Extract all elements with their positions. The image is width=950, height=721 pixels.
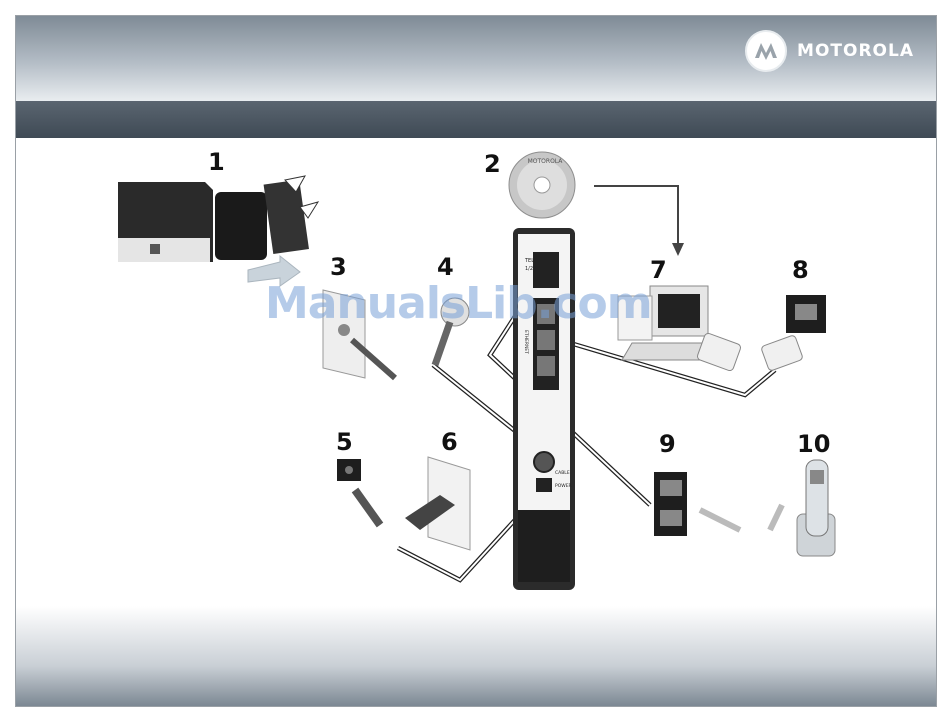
svg-text:POWER: POWER (555, 483, 572, 489)
step-number-4: 4 (437, 253, 454, 281)
watermark: ManualsLib.com (265, 278, 652, 329)
phone-wall-jack (654, 472, 782, 536)
step-number-6: 6 (441, 428, 458, 456)
cd-disc: MOTOROLA (509, 152, 575, 218)
step-number-10: 10 (797, 430, 830, 458)
power-adapter (337, 459, 380, 525)
step-number-8: 8 (792, 256, 809, 284)
svg-text:MOTOROLA: MOTOROLA (528, 158, 564, 165)
install-arrow (594, 186, 678, 250)
svg-text:CABLE: CABLE (555, 470, 570, 476)
modem-battery-illustration (118, 176, 318, 286)
step-number-9: 9 (659, 430, 676, 458)
step-number-3: 3 (330, 253, 347, 281)
ethernet-wall-jack (761, 295, 826, 371)
svg-text:1/2: 1/2 (525, 266, 533, 272)
svg-text:ETHERNET: ETHERNET (523, 330, 529, 354)
cordless-phone (797, 460, 835, 556)
step-number-2: 2 (484, 150, 501, 178)
svg-text:TEL: TEL (524, 258, 534, 264)
step-number-5: 5 (336, 428, 353, 456)
step-number-7: 7 (650, 256, 667, 284)
electrical-outlet (405, 457, 470, 550)
step-number-1: 1 (208, 148, 225, 176)
